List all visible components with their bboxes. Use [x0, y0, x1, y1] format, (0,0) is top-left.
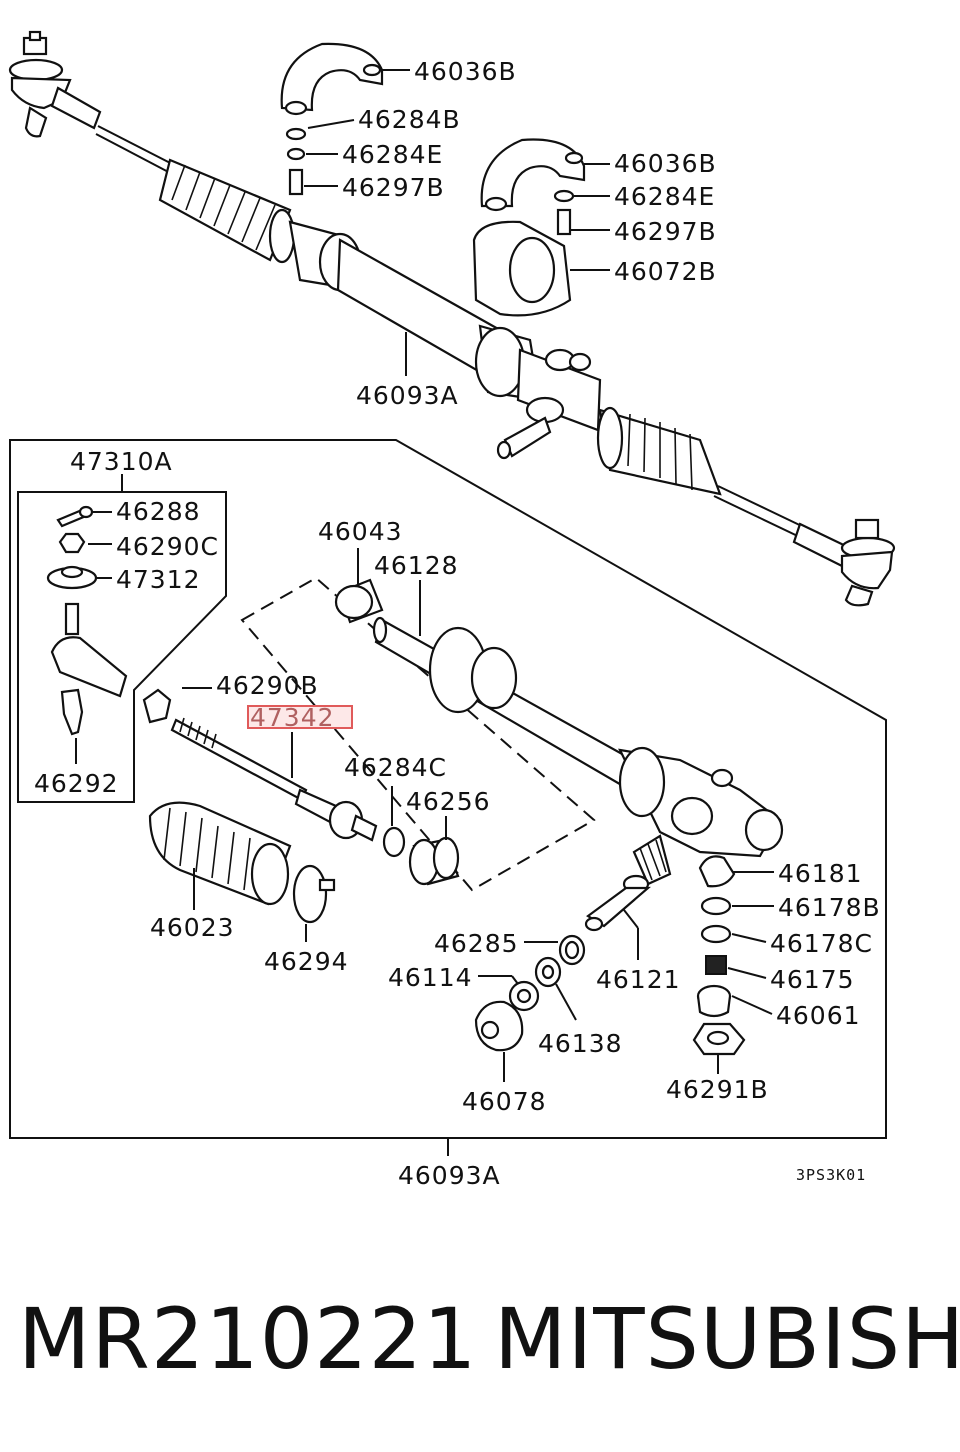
- washer-1: [285, 127, 307, 141]
- dust-cover-46078: [474, 1000, 524, 1052]
- band-46294: [292, 864, 336, 924]
- callout-46181: 46181: [778, 859, 863, 888]
- callout-47310A: 47310A: [70, 447, 173, 476]
- callout-46290B: 46290B: [216, 671, 319, 700]
- callout-46093A-bottom: 46093A: [398, 1161, 501, 1190]
- tie-rod-end-body: [50, 636, 128, 698]
- callout-46043: 46043: [318, 517, 403, 546]
- right-tie-rod-end: [792, 518, 896, 607]
- pinion-46121: [584, 834, 672, 932]
- callout-46290C: 46290C: [116, 532, 219, 561]
- callout-46284B: 46284B: [358, 105, 461, 134]
- rack-housing: [288, 220, 602, 460]
- ball-stud: [64, 602, 80, 636]
- callout-46178C: 46178C: [770, 929, 873, 958]
- spring-seat-46178C: [700, 924, 732, 944]
- rack-exploded-parts: [334, 578, 784, 858]
- callout-46285: 46285: [434, 929, 519, 958]
- right-tie-rod: [717, 485, 811, 531]
- snap-ring-46285: [558, 934, 586, 966]
- callout-46292: 46292: [34, 769, 119, 798]
- callout-46072B: 46072B: [614, 257, 717, 286]
- bearing-46114: [508, 980, 540, 1012]
- kit-parts: [46, 505, 128, 736]
- exploded-view-frame: [9, 439, 887, 1139]
- callout-46121: 46121: [596, 965, 681, 994]
- callout-46036B: 46036B: [414, 57, 517, 86]
- yoke-46181: [698, 855, 736, 888]
- callout-46284E: 46284E: [342, 140, 443, 169]
- inner-tie-rod-47342: [142, 688, 378, 842]
- callout-46114: 46114: [388, 963, 473, 992]
- castle-nut: [58, 532, 86, 554]
- callout-46023: 46023: [150, 913, 235, 942]
- boot-46023: [148, 801, 292, 906]
- callout-46036B-2: 46036B: [614, 149, 717, 178]
- callout-46284C: 46284C: [344, 753, 447, 782]
- kit-leaders: [75, 511, 112, 764]
- callout-46256: 46256: [406, 787, 491, 816]
- callout-46138: 46138: [538, 1029, 623, 1058]
- spring-46175: [705, 955, 727, 975]
- footer-caption: MR210221 MITSUBISHI: [0, 1290, 960, 1400]
- rack-leaders: [182, 548, 421, 689]
- ring-46284C: [382, 826, 406, 858]
- spring-seat-46178B: [700, 896, 732, 916]
- callout-46297B-2: 46297B: [614, 217, 717, 246]
- bolt-2: [556, 208, 572, 236]
- part-number: MR210221: [18, 1290, 478, 1388]
- steering-rack-assembly-illustration: [8, 30, 896, 607]
- highlight-box-47342: [247, 705, 353, 729]
- callout-46294: 46294: [264, 947, 349, 976]
- callout-46061: 46061: [776, 1001, 861, 1030]
- callout-46093A-top: 46093A: [356, 381, 459, 410]
- washer-3: [553, 189, 575, 203]
- ring-46138: [534, 956, 562, 988]
- callout-47312: 47312: [116, 565, 201, 594]
- callout-47342: 47342: [250, 703, 335, 732]
- tie-rod-end-kit-box: [17, 474, 227, 803]
- callout-46291B: 46291B: [666, 1075, 769, 1104]
- clamp-bracket-1: [280, 42, 384, 116]
- left-tie-rod: [97, 125, 181, 169]
- callout-46128: 46128: [374, 551, 459, 580]
- right-boot: [596, 406, 722, 496]
- jam-nut-46290B: [142, 688, 172, 724]
- rubber-mount: [472, 220, 572, 317]
- steering-rack-parts-diagram: 46036B 46284B 46284E 46297B 46036B 46284…: [8, 30, 896, 1190]
- bolt-1: [288, 168, 304, 196]
- callout-46297B: 46297B: [342, 173, 445, 202]
- rack-subassembly-dashed-outline: [240, 576, 596, 892]
- washer-2: [286, 147, 306, 161]
- callout-46178B: 46178B: [778, 893, 881, 922]
- adjuster-46061: [696, 984, 732, 1018]
- brand-name: MITSUBISHI: [494, 1290, 960, 1388]
- left-boot: [158, 158, 296, 264]
- leader-lines-top: [304, 69, 610, 376]
- lock-nut-46291B: [692, 1022, 746, 1056]
- clamp-bracket-2: [480, 138, 586, 212]
- callout-46284E-2: 46284E: [614, 182, 715, 211]
- left-tie-rod-end: [8, 30, 102, 138]
- grease-fitting: [60, 688, 84, 736]
- diagram-ref-code: 3PS3K01: [796, 1166, 866, 1184]
- callout-46288: 46288: [116, 497, 201, 526]
- bushing-46256: [408, 836, 460, 886]
- bushing-46043: [334, 584, 374, 620]
- callout-46078: 46078: [462, 1087, 547, 1116]
- adjuster-leaders: [717, 871, 774, 1074]
- callout-46175: 46175: [770, 965, 855, 994]
